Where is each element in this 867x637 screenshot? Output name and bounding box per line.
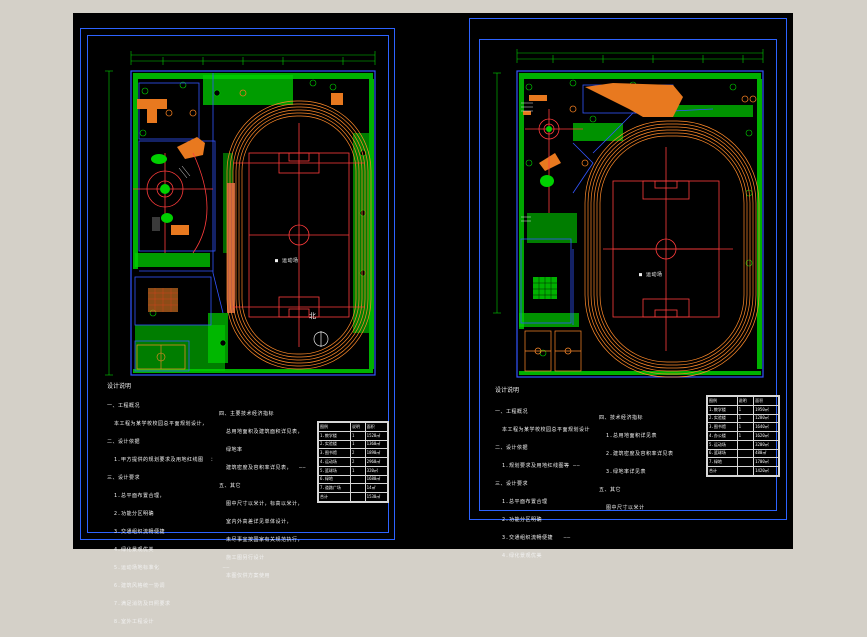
note-line: 二、设计依据 <box>495 445 529 451</box>
note-line: 未尽事宜按国家有关规范执行， <box>219 537 304 543</box>
note-line: 一、工程概况 <box>107 403 141 409</box>
design-notes-left-2: 一、工程概况 本工程为某学校校园总平面规划设计 二、设计依据 1.规划要求及用地… <box>495 397 590 571</box>
north-label-1: 北 <box>309 312 317 320</box>
note-line: 3.交通组织流畅便捷 <box>107 529 166 535</box>
note-line: 本工程为某学校校园总平面规划设计 <box>495 427 591 433</box>
note-line: 1.总用地面积详见表 <box>599 433 658 439</box>
note-line: 施工图另行设计 <box>219 555 265 561</box>
design-notes-right-2: 四、技术经济指标 1.总用地面积详见表 2.建筑密度及容积率详见表 3.绿地率详… <box>599 403 674 523</box>
sheet-1-inner-frame <box>87 35 389 533</box>
note-line: 1.规划要求及用地红线图等 —— <box>495 463 581 469</box>
note-line: 1.甲方提供的规划要求及用地红线图 ： <box>107 457 217 463</box>
note-line: 本图仅供方案使用 <box>219 573 271 579</box>
note-line: 三、设计要求 <box>107 475 141 481</box>
field-label-1: ■ 运动场 <box>275 258 299 264</box>
note-line: 图中尺寸以米计，标高以米计， <box>219 501 304 507</box>
table-row: 图例说明面积 <box>707 396 779 406</box>
note-line: 三、设计要求 <box>495 481 529 487</box>
note-line: 四、技术经济指标 <box>599 415 644 421</box>
field-label-2: ■ 运动场 <box>639 272 663 278</box>
sheet-2-inner-frame <box>479 39 777 511</box>
site-plan-1 <box>105 51 376 376</box>
note-line: 5.运动场地标准化 —— <box>107 565 230 571</box>
note-line: 总用地面积及建筑面积详见表， <box>219 429 304 435</box>
note-line: 3.绿地率详见表 <box>599 469 647 475</box>
note-line: 五、其它 <box>219 483 242 489</box>
note-line: 2.功能分区明确 <box>107 511 155 517</box>
note-line: 2.功能分区明确 <box>495 517 543 523</box>
note-line: 1.总平面布置合理， <box>107 493 166 499</box>
note-line: 4.绿化景观优美 <box>495 553 543 559</box>
note-line: 二、设计依据 <box>107 439 141 445</box>
table-row: 图例说明面积 <box>318 422 389 432</box>
cad-model-viewport[interactable]: 北 ■ 运动场 设计说明 一、工程概况 本工程为某学校校园总平面规划设计， 二、… <box>73 13 793 625</box>
note-line: 图中尺寸以米计 <box>599 505 645 511</box>
note-line: 四、主要技术经济指标 <box>219 411 275 417</box>
note-line: 1.总平面布置合理 <box>495 499 548 505</box>
note-line: 7.满足消防及日照要求 <box>107 601 171 607</box>
note-line: 绿地率 <box>219 447 243 453</box>
drawing-sheet-1 <box>80 28 395 540</box>
note-line: 8.室外工程设计 <box>107 619 155 625</box>
note-line: 建筑密度及容积率详见表， —— <box>219 465 307 471</box>
note-line: 五、其它 <box>599 487 622 493</box>
note-line: 3.交通组织流畅便捷 —— <box>495 535 571 541</box>
note-line: 4.绿化景观优美 <box>107 547 155 553</box>
note-line: 2.建筑密度及容积率详见表 <box>599 451 674 457</box>
note-line: 一、工程概况 <box>495 409 529 415</box>
note-line: 室内外高差详见单体设计， <box>219 519 293 525</box>
note-line: 6.建筑风格统一协调 <box>107 583 166 589</box>
notes-title-1: 设计说明 <box>107 383 132 390</box>
note-line: 本工程为某学校校园总平面规划设计， <box>107 421 208 427</box>
notes-title-2: 设计说明 <box>495 387 520 394</box>
site-plan-2 <box>493 49 764 378</box>
drawing-sheet-2 <box>469 18 787 520</box>
